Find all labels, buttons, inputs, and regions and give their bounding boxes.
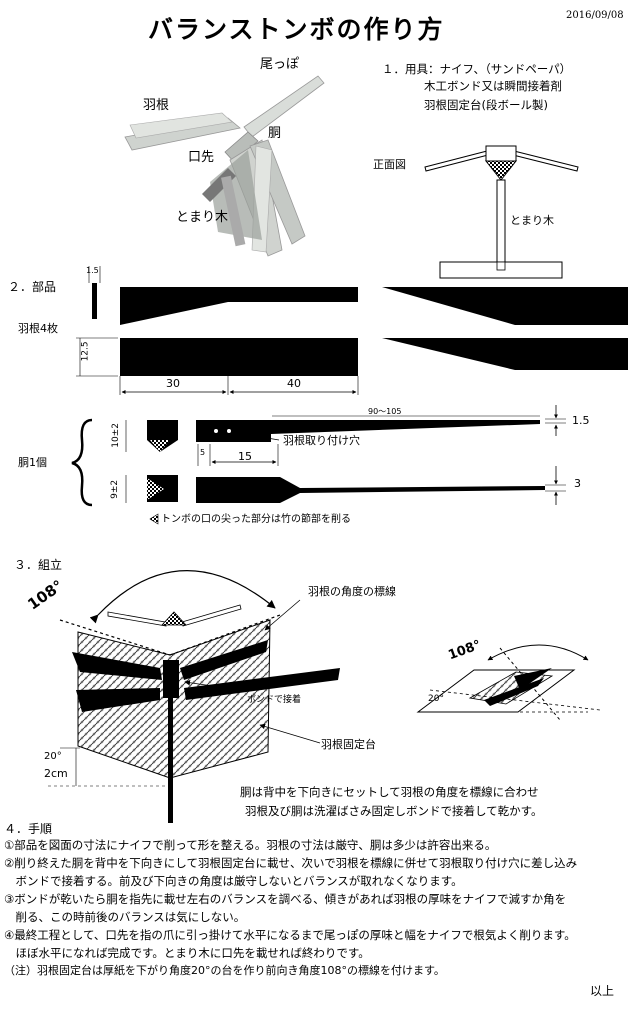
hole-label: 羽根取り付け穴 [283, 434, 360, 447]
procedure-line: ④最終工程として、口先を指の爪に引っ掛けて水平になるまで尾っぽの厚味と幅をナイフ… [4, 928, 576, 942]
date: 2016/09/08 [566, 10, 624, 21]
dim-15: 15 [238, 450, 252, 463]
front-view-diagram [424, 145, 579, 279]
dim-thickness-15: 1.5 [572, 414, 590, 427]
procedure-line: ほぼ水平になれば完成です。とまり木に口先を載せれば終わりです。 [4, 946, 370, 960]
deg20: 20° [44, 751, 62, 762]
jig-label: 羽根固定台 [321, 738, 376, 751]
body-parts [71, 405, 566, 525]
dim-40: 40 [287, 377, 301, 390]
assembly-note1: 胴は背中を下向きにセットして羽根の角度を標線に合わせ [240, 785, 539, 799]
dim-wing-thickness: 1.5 [86, 266, 99, 275]
page-title: バランストンボの作り方 [148, 15, 445, 44]
dim-wing-width: 12.5 [80, 341, 91, 362]
front-view-label: 正面図 [373, 158, 406, 171]
procedure-line: ①部品を図面の寸法にナイフで削って形を整える。羽根の寸法は厳守、胴は多少は許容出… [4, 838, 497, 852]
dragonfly-photo [124, 75, 325, 257]
procedure-heading: ４．手順 [4, 822, 53, 836]
procedure-line: ③ボンドが乾いたら胴を指先に載せ左右のバランスを調べる、傾きがあれば羽根の厚味を… [4, 892, 567, 906]
assembly-diagram [48, 570, 601, 823]
dim-thickness-3: 3 [574, 477, 581, 490]
procedure-line: 削る、この時前後のバランスは気にしない。 [4, 910, 246, 924]
assembly-note2: 羽根及び胴は洗濯ばさみ固定しボンドで接着して乾かす。 [245, 804, 543, 818]
dim-10: 10±2 [110, 423, 121, 448]
label-body: 胴 [268, 126, 282, 141]
label-perch: とまり木 [176, 210, 229, 225]
dim-30: 30 [166, 377, 180, 390]
wing-parts [76, 266, 628, 395]
assembly-heading: ３．組立 [14, 558, 63, 572]
dim-5: 5 [200, 448, 206, 457]
dim-9: 9±2 [110, 479, 121, 499]
tools-line3: 羽根固定台(段ボール製) [424, 98, 548, 112]
node-note: トンボの口の尖った部分は竹の節部を削る [161, 514, 351, 525]
label-wing: 羽根 [143, 98, 170, 113]
glue-label: ボンドで接着 [247, 695, 302, 705]
mark-label: 羽根の角度の標線 [308, 585, 396, 598]
front-perch-label: とまり木 [510, 214, 554, 227]
label-mouth: 口先 [188, 150, 215, 165]
procedure-line: ②削り終えた胴を背中を下向きにして羽根固定台に載せ、次いで羽根を標線に併せて羽根… [4, 856, 578, 870]
cm2: 2cm [44, 767, 68, 780]
parts-heading: ２．部品 [8, 280, 57, 294]
dim-length: 90～105 [368, 407, 402, 416]
wing-label: 羽根4枚 [18, 322, 58, 335]
body-label: 胴1個 [18, 456, 47, 469]
procedure-note: （注）羽根固定台は厚紙を下がり角度20°の台を作り前向き角度108°の標線を付け… [4, 964, 445, 977]
label-tail: 尾っぽ [260, 57, 300, 72]
deg20-small: 20° [428, 694, 444, 704]
procedure-line: ボンドで接着する。前及び下向きの角度は厳守しないとバランスが取れなくなります。 [4, 874, 463, 888]
end-label: 以上 [590, 984, 615, 998]
tools-line2: 木工ボンド又は瞬間接着剤 [424, 79, 562, 93]
tools-line1: １．用具：ナイフ、（サンドペーパ） [382, 62, 572, 76]
